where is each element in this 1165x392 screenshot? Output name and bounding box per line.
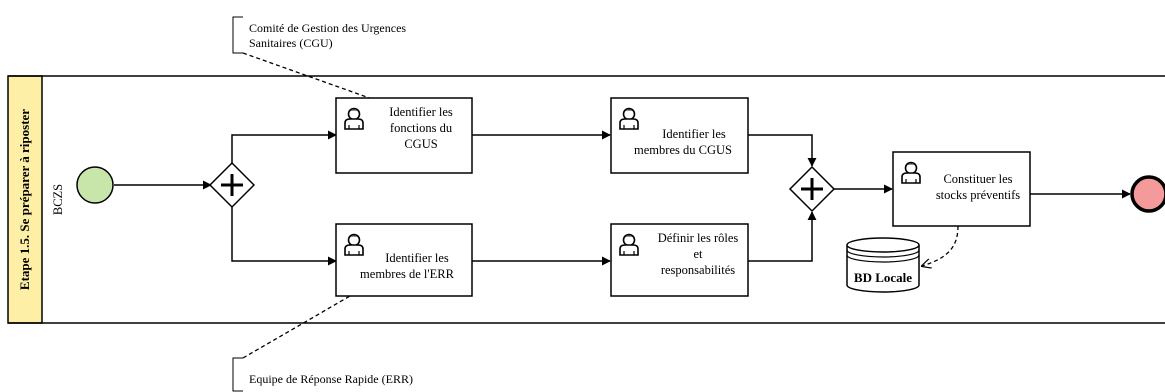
annotation-cgu: Comité de Gestion des Urgences Sanitaire…: [232, 16, 406, 102]
plus-icon: [221, 174, 243, 196]
flow-split-to-err: [231, 206, 337, 266]
start-event[interactable]: [76, 166, 114, 204]
task-label-line-2: membres du CGUS: [634, 143, 732, 157]
annotation-err: Equipe de Réponse Rapide (ERR): [232, 295, 413, 392]
task-label-line-3: responsabilités: [661, 263, 735, 277]
annotation-cgu-bracket: [232, 16, 243, 54]
sequence-flows: [114, 130, 1131, 266]
data-store-label: BD Locale: [854, 270, 912, 285]
flow-split-to-fonctions: [231, 130, 337, 164]
annotation-err-association: [242, 295, 351, 359]
pool: Etape 1.5. Se préparer à riposter BCZS: [7, 75, 1165, 324]
flow-roles-to-join: [748, 211, 817, 262]
data-store-top: [846, 237, 920, 253]
task-label-line-1: Identifier les: [662, 127, 726, 141]
task-label-line-1: Identifier les: [389, 105, 453, 119]
task-label-line-1: Identifier les: [385, 251, 449, 265]
task-label-line-2: et: [693, 247, 703, 261]
data-store-bd-locale[interactable]: BD Locale: [846, 237, 920, 293]
lane-label: BCZS: [51, 184, 65, 215]
annotation-cgu-line-2: Sanitaires (CGU): [249, 36, 333, 50]
data-store-body: [846, 245, 920, 293]
task-label-line-3: CGUS: [404, 137, 437, 151]
task-label-line-1: Définir les rôles: [658, 231, 739, 245]
annotation-cgu-association: [242, 52, 379, 102]
pool-header: [7, 75, 43, 324]
task-identifier-membres-cgus[interactable]: Identifier les membres du CGUS: [610, 97, 749, 174]
parallel-gateway-join[interactable]: [788, 165, 836, 213]
data-association-stocks-to-db: [922, 225, 959, 266]
parallel-gateway-split[interactable]: [208, 161, 256, 209]
task-label-line-2: membres de l'ERR: [360, 267, 455, 281]
annotation-cgu-line-1: Comité de Gestion des Urgences: [249, 21, 406, 35]
data-store-ring-1: [846, 249, 920, 258]
pool-title: Etape 1.5. Se préparer à riposter: [17, 109, 32, 290]
annotation-err-bracket: [232, 357, 243, 392]
annotation-err-line-1: Equipe de Réponse Rapide (ERR): [249, 372, 413, 386]
task-label-line-2: stocks préventifs: [936, 188, 1020, 202]
data-store-ring-2: [846, 254, 920, 263]
plus-icon: [801, 178, 823, 200]
flow-membres-cgus-to-join: [748, 134, 817, 167]
task-constituer-stocks[interactable]: Constituer les stocks préventifs: [892, 151, 1031, 227]
end-event[interactable]: [1130, 175, 1165, 213]
task-label-line-1: Constituer les: [943, 172, 1012, 186]
task-identifier-fonctions[interactable]: Identifier les fonctions du CGUS: [335, 97, 473, 174]
task-identifier-membres-err[interactable]: Identifier les membres de l'ERR: [335, 223, 473, 297]
task-label-line-2: fonctions du: [390, 121, 453, 135]
task-definir-roles[interactable]: Définir les rôles et responsabilités: [610, 223, 749, 297]
